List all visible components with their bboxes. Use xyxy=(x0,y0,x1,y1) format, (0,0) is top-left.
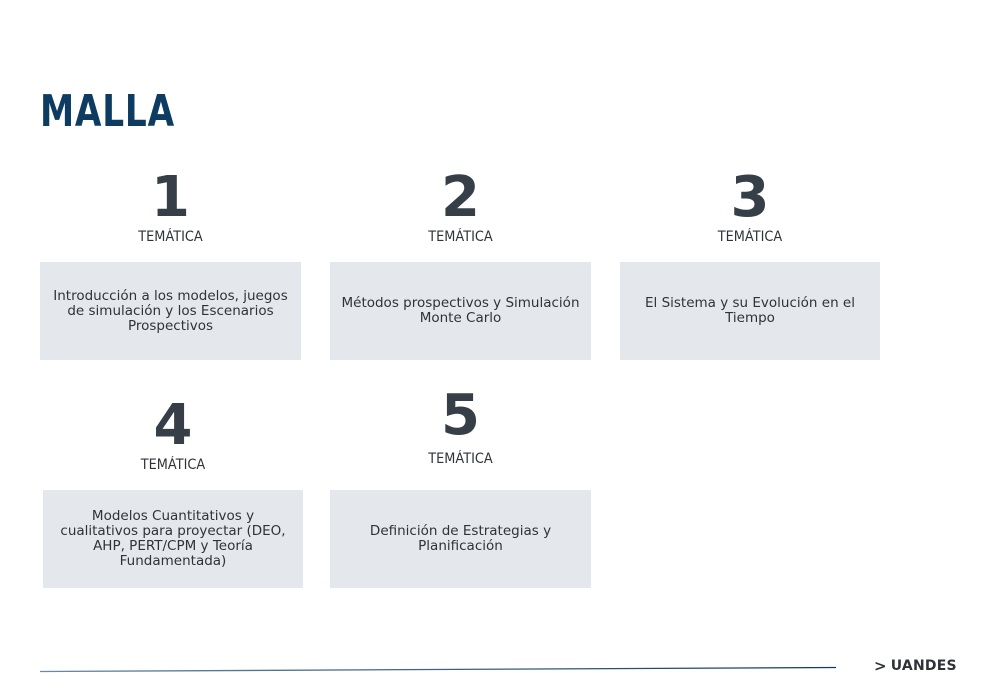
topic-5-number: 5 xyxy=(441,383,480,448)
topic-3-label: TEMÁTICA xyxy=(717,229,783,245)
topic-2-box: Métodos prospectivos y Simulación Monte … xyxy=(330,262,591,360)
topic-4-number: 4 xyxy=(153,393,193,458)
topic-1-label: TEMÁTICA xyxy=(138,229,203,245)
topic-4-box: Modelos Cuantitativos y cualitativos par… xyxy=(43,490,303,588)
chevron-right-icon: > xyxy=(874,657,887,675)
topic-1-number: 1 xyxy=(151,165,190,230)
footer-divider xyxy=(40,666,837,673)
topic-2-label: TEMÁTICA xyxy=(428,229,493,245)
topic-5-box: Definición de Estrategias y Planificació… xyxy=(330,490,591,588)
topic-3-number: 3 xyxy=(730,165,770,230)
topic-1-text: Introducción a los modelos, juegos de si… xyxy=(53,287,288,334)
slide-title: MALLA xyxy=(40,86,175,137)
topic-5-text: Definición de Estrategias y Planificació… xyxy=(369,523,552,554)
topic-1-box: Introducción a los modelos, juegos de si… xyxy=(40,262,301,360)
brand-name: UANDES xyxy=(890,658,957,674)
topic-5-label: TEMÁTICA xyxy=(428,451,493,467)
topic-3-text: El Sistema y su Evolución en el Tiempo xyxy=(645,295,855,326)
topic-2-text: Métodos prospectivos y Simulación Monte … xyxy=(341,295,580,326)
topic-2-number: 2 xyxy=(441,165,480,230)
topic-3-box: El Sistema y su Evolución en el Tiempo xyxy=(620,262,880,360)
topic-4-label: TEMÁTICA xyxy=(140,457,206,473)
uandes-logo: > UANDES xyxy=(874,657,957,675)
topic-4-text: Modelos Cuantitativos y cualitativos par… xyxy=(60,508,286,569)
